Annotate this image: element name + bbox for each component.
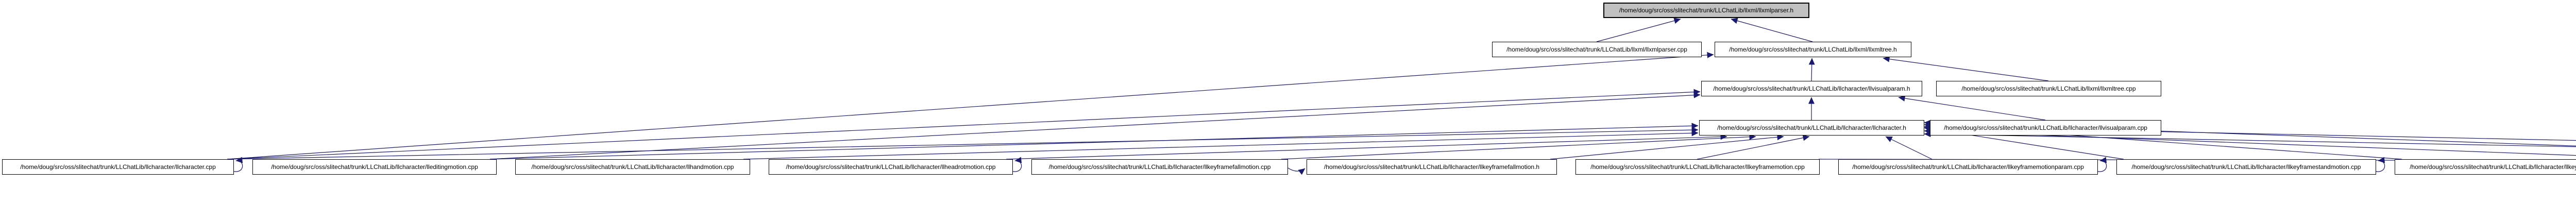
graph-node[interactable]: /home/doug/src/oss/slitechat/trunk/LLCha… bbox=[252, 159, 497, 175]
include-edge-llkeyframefallmotion_cpp-to-llcharacter_h bbox=[1281, 133, 1756, 160]
graph-node[interactable]: /home/doug/src/oss/slitechat/trunk/LLCha… bbox=[1699, 120, 1924, 136]
graph-node[interactable]: /home/doug/src/oss/slitechat/trunk/LLCha… bbox=[1307, 159, 1557, 175]
graph-node[interactable]: /home/doug/src/oss/slitechat/trunk/LLCha… bbox=[2395, 159, 2576, 175]
include-edge-llkeyframefallmotion_cpp-to-llkeyframefallmotion_h bbox=[1287, 167, 1306, 175]
graph-node[interactable]: /home/doug/src/oss/slitechat/trunk/LLCha… bbox=[1838, 159, 2098, 175]
graph-node[interactable]: /home/doug/src/oss/slitechat/trunk/LLCha… bbox=[2, 159, 234, 175]
graph-node-root: /home/doug/src/oss/slitechat/trunk/LLCha… bbox=[1603, 3, 1809, 18]
include-edge-llkeyframefallmotion_h-to-llcharacter_h bbox=[1550, 134, 1784, 160]
include-edge-llheadrotmotion_cpp-to-llcharacter_h bbox=[1006, 133, 1727, 160]
include-edge-llcharacter_cpp-to-llxmltree_h bbox=[227, 52, 1714, 160]
include-edge-llxmlparser_cpp-to-llxmlparser_h bbox=[1596, 18, 1681, 42]
graph-node[interactable]: /home/doug/src/oss/slitechat/trunk/LLCha… bbox=[1930, 120, 2161, 136]
include-edge-llxmltree_cpp-to-llxmltree_h bbox=[1883, 56, 2049, 81]
include-edge-lltargetingmotion_cpp-to-llcharacter_h bbox=[1924, 131, 2576, 147]
graph-node[interactable]: /home/doug/src/oss/slitechat/trunk/LLCha… bbox=[1715, 42, 1911, 57]
graph-node[interactable]: /home/doug/src/oss/slitechat/trunk/LLCha… bbox=[515, 159, 750, 175]
include-edge-llhandmotion_cpp-to-llcharacter_h bbox=[743, 130, 1699, 160]
graph-node[interactable]: /home/doug/src/oss/slitechat/trunk/LLCha… bbox=[1031, 159, 1288, 175]
include-edge-llkeyframemotionparam_cpp-to-llcharacter_h bbox=[1885, 136, 1933, 160]
include-edge-llxmltree_h-to-llxmlparser_h bbox=[1731, 18, 1813, 42]
graph-node[interactable]: /home/doug/src/oss/slitechat/trunk/LLCha… bbox=[1492, 42, 1702, 57]
include-edge-llkeyframemotion_cpp-to-llcharacter_h bbox=[1697, 134, 1810, 160]
include-edge-llcharacter_cpp-to-llvisualparam_h bbox=[227, 89, 1701, 160]
edge-group bbox=[227, 18, 2576, 175]
include-edge-lleditingmotion_cpp-to-llcharacter_h bbox=[489, 123, 1699, 160]
include-edge-lleditingmotion_cpp-to-llvisualparam_h bbox=[489, 92, 1701, 160]
graph-node[interactable]: /home/doug/src/oss/slitechat/trunk/LLCha… bbox=[1575, 159, 1820, 175]
graph-node[interactable]: /home/doug/src/oss/slitechat/trunk/LLCha… bbox=[1936, 81, 2161, 96]
include-edge-llcharacter_cpp-to-llcharacter_h bbox=[227, 127, 1699, 160]
include-edge-llvisualparam_h-to-llxmltree_h bbox=[1808, 58, 1815, 81]
graph-node[interactable]: /home/doug/src/oss/slitechat/trunk/LLCha… bbox=[1701, 81, 1922, 96]
graph-node[interactable]: /home/doug/src/oss/slitechat/trunk/LLCha… bbox=[769, 159, 1013, 175]
graph-node[interactable]: /home/doug/src/oss/slitechat/trunk/LLCha… bbox=[2116, 159, 2376, 175]
include-edge-llvisualparam_cpp-to-llvisualparam_h bbox=[1898, 95, 2046, 121]
